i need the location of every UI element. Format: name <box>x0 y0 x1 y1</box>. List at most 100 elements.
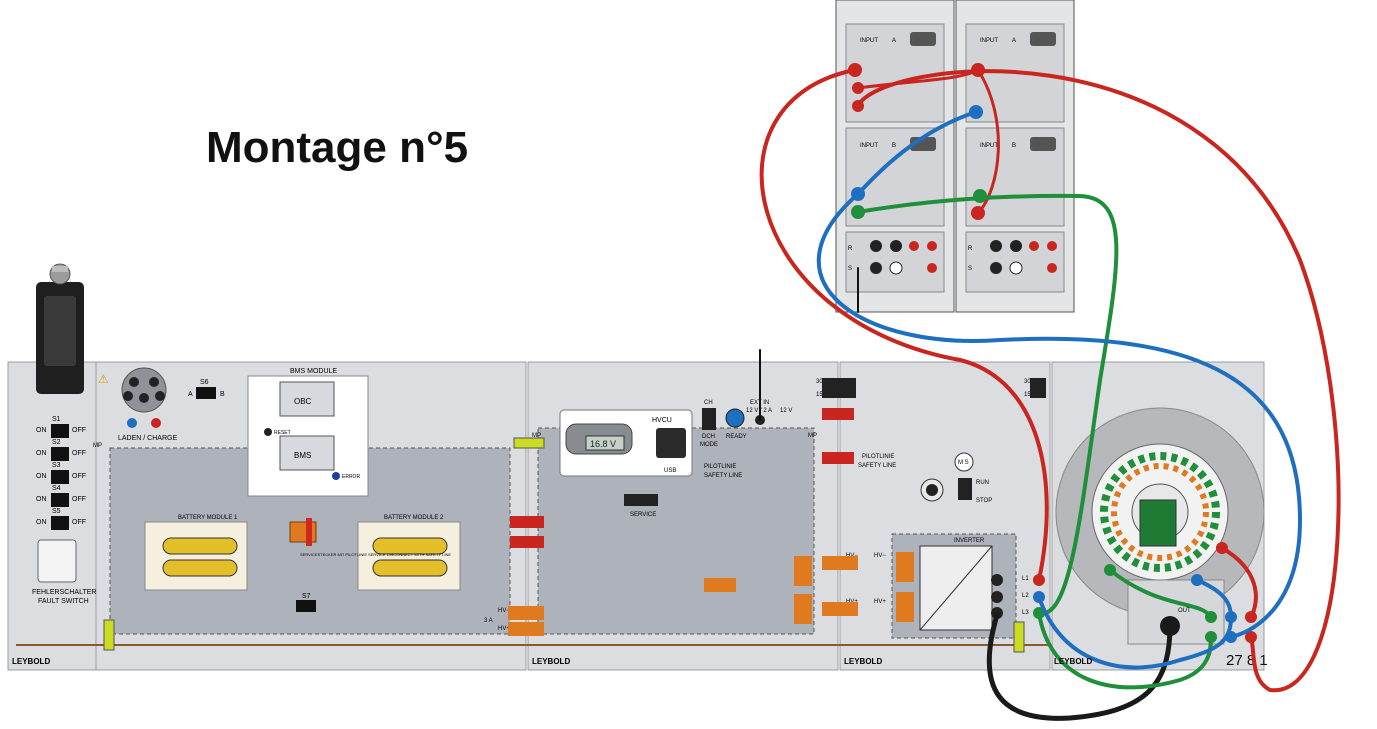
sensor-input-label-b: INPUT <box>860 143 878 149</box>
motor-number: 27 8 1 <box>1226 652 1268 669</box>
brand-label-2: LEYBOLD <box>532 657 570 666</box>
obc-label: OBC <box>294 397 312 406</box>
sensor-input-label-b2: INPUT <box>980 143 998 149</box>
service-disconnect[interactable] <box>289 518 317 546</box>
run-label: RUN <box>976 480 989 486</box>
error-led <box>332 472 340 480</box>
switch-off-label: OFF <box>72 450 86 457</box>
blue-cable-4 <box>1195 578 1233 619</box>
fault-switch-button[interactable] <box>37 539 77 583</box>
switch-on-label: ON <box>36 450 47 457</box>
fault-switch-group: S1 ON OFF S2 ON OFF S3 ON OFF S4 ON OFF … <box>32 416 96 605</box>
hv-plus-label-1: HV+ <box>498 626 510 632</box>
sensor-s-label: S <box>848 266 852 272</box>
t30-label-right: 30 <box>1024 379 1031 385</box>
charge-label: LADEN / CHARGE <box>118 435 177 442</box>
red-cable-3 <box>856 69 1341 693</box>
sensor-a-label-2: A <box>1012 38 1016 44</box>
switch-label: S4 <box>52 485 61 492</box>
error-label: ERROR <box>342 474 360 480</box>
switch-off-label: OFF <box>72 519 86 526</box>
switch-s6[interactable]: S6 A B <box>188 379 225 399</box>
sensor-module-2: INPUT A INPUT B R S <box>955 0 1075 313</box>
warning-icon: ⚠ <box>98 372 109 386</box>
usb-label: USB <box>664 468 676 474</box>
t30-label: 30 <box>816 379 823 385</box>
ch-label: CH <box>704 400 713 406</box>
s6-label: S6 <box>200 379 209 386</box>
fault-switch-label-de: FEHLERSCHALTER <box>32 589 96 596</box>
speed-potentiometer[interactable] <box>920 478 944 502</box>
switch-off-label: OFF <box>72 496 86 503</box>
red-cable-1 <box>759 68 1049 582</box>
inverter-label: INVERTER <box>954 538 985 544</box>
service-label: SERVICE <box>630 512 656 518</box>
switch-s5[interactable]: S5 ON OFF <box>36 508 86 530</box>
sensor-input-label-a2: INPUT <box>980 38 998 44</box>
sensor-b-label-2: B <box>1012 143 1016 149</box>
sensor-r-label: R <box>848 246 853 252</box>
mode-label: MODE <box>700 442 718 448</box>
safetyline-label-1: SAFETY LINE <box>704 473 742 479</box>
sensor-a-label: A <box>892 38 896 44</box>
run-stop-switch[interactable]: RUN STOP M S <box>954 452 992 504</box>
charge-connector: LADEN / CHARGE ⚠ <box>98 367 177 442</box>
brand-label-3: LEYBOLD <box>844 657 882 666</box>
pilotline-label-1: PILOTLINIE <box>704 464 736 470</box>
red-cable-4 <box>976 68 1000 215</box>
hvcu-display: 16.8 V <box>590 439 616 449</box>
service-switch[interactable] <box>624 494 658 506</box>
battery-module-2-label: BATTERY MODULE 2 <box>384 515 444 521</box>
reset-label: RESET <box>274 430 291 436</box>
battery-module-1-label: BATTERY MODULE 1 <box>178 515 238 521</box>
t15-label-right: 15 <box>1024 392 1031 398</box>
battery-module-1: BATTERY MODULE 1 <box>144 515 248 591</box>
bms-module: BMS MODULE OBC BMS RESET ERROR <box>247 368 369 497</box>
green-cable-3 <box>1108 568 1213 619</box>
key-switch[interactable] <box>36 263 84 394</box>
blue-cable-2 <box>856 110 978 196</box>
fault-switch-label-en: FAULT SWITCH <box>38 598 89 605</box>
v12-label: 12 V <box>780 408 792 414</box>
cables <box>759 68 1341 721</box>
ms-label: M S <box>958 460 969 466</box>
l2-label: L2 <box>1022 593 1029 599</box>
service-disconnect-label: SERVICESTECKER MIT PILOTLINIE SERVICE DI… <box>300 552 451 557</box>
motor-out-label: OUT <box>1178 608 1191 614</box>
sensor-b-label: B <box>892 143 896 149</box>
switch-s7[interactable]: S7 <box>296 593 316 612</box>
hv-connectors <box>508 552 914 636</box>
s6-b-label: B <box>220 391 225 398</box>
mode-switch[interactable]: CH DCH MODE <box>700 400 718 448</box>
switch-label: S5 <box>52 508 61 515</box>
t15-label: 15 <box>816 392 823 398</box>
l3-label: L3 <box>1022 610 1029 616</box>
green-cable-1 <box>856 193 1119 616</box>
s7-label: S7 <box>302 593 311 600</box>
switch-s4[interactable]: S4 ON OFF <box>36 485 86 507</box>
mp-label-1: MP <box>532 433 541 439</box>
green-cable-2 <box>1037 611 1213 690</box>
mp-label-3: MP <box>93 443 102 449</box>
terminal-30-15: 30 15 30 15 <box>816 378 1046 398</box>
ready-indicator: READY <box>725 408 747 440</box>
switch-s2[interactable]: S2 ON OFF <box>36 439 86 461</box>
page-title: Montage n°5 <box>206 123 468 172</box>
battery-module-2: BATTERY MODULE 2 <box>357 515 461 591</box>
brand-label-4: LEYBOLD <box>1054 657 1092 666</box>
black-cable <box>986 612 1173 721</box>
switch-s3[interactable]: S3 ON OFF <box>36 462 86 484</box>
mp-label-2: MP <box>808 433 817 439</box>
pilot-line-connectors <box>510 408 854 548</box>
hv-minus-label-1: HV− <box>498 608 510 614</box>
reset-button[interactable] <box>264 428 272 436</box>
brand-label-1: LEYBOLD <box>12 657 50 666</box>
switch-on-label: ON <box>36 427 47 434</box>
hv-plus-label-3: HV+ <box>874 599 886 605</box>
motor-unit: OUT 27 8 1 <box>1055 407 1268 669</box>
switch-s1[interactable]: S1 ON OFF <box>36 416 86 438</box>
blue-cable-3 <box>1037 595 1233 670</box>
switch-label: S3 <box>52 462 61 469</box>
red-cable-5 <box>1220 546 1258 619</box>
